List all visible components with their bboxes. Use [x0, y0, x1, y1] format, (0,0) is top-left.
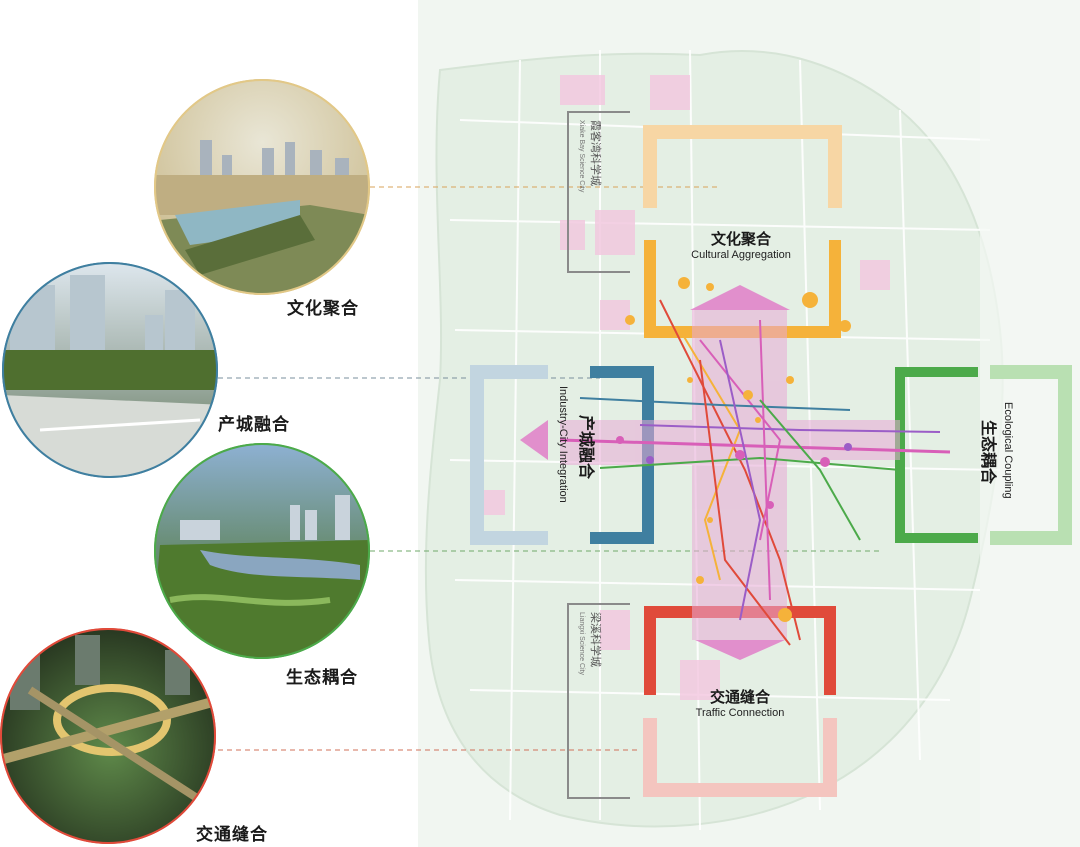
liangxi-label-cn: 梁溪科学城: [589, 612, 603, 667]
north-arrow: [690, 285, 790, 310]
traffic-map-subtitle: Traffic Connection: [696, 707, 785, 719]
cultural-photo-circle: [154, 79, 370, 295]
ecological-map-subtitle: Ecological Coupling: [1002, 402, 1014, 499]
south-arrow: [695, 640, 785, 660]
ecological-label: 生态耦合: [286, 668, 358, 688]
map-pink-districts: [480, 75, 890, 700]
cultural-map-title: 文化聚合: [711, 230, 772, 248]
traffic-label: 交通缝合: [196, 825, 268, 845]
dot-markers: [616, 277, 852, 622]
west-arrow: [520, 420, 548, 460]
cultural-map-subtitle: Cultural Aggregation: [691, 249, 791, 261]
traffic-outer-frame: [643, 718, 837, 797]
industry-outer-frame: [470, 365, 548, 545]
industry-map-title: 产城融合: [577, 415, 596, 480]
cultural-label: 文化聚合: [287, 299, 359, 319]
xiake-label-en: Xiake Bay Science City: [578, 120, 585, 193]
traffic-map-title: 交通缝合: [710, 688, 771, 706]
cultural-outer-frame: [643, 125, 842, 208]
ecological-map-title: 生态耦合: [979, 420, 998, 485]
liangxi-bracket: [567, 603, 630, 799]
liangxi-label-en: Liangxi Science City: [578, 612, 585, 676]
traffic-photo-circle: [0, 628, 216, 844]
connector-lines: [218, 186, 880, 751]
industry-label: 产城融合: [218, 415, 290, 435]
ecological-outer-frame: [990, 365, 1072, 545]
network-lines: [559, 299, 951, 646]
ecological-photo-circle: [154, 443, 370, 659]
xiake-bracket: [567, 111, 630, 273]
industry-map-subtitle: Industry-City Integration: [557, 386, 569, 503]
industry-photo-circle: [2, 262, 218, 478]
xiake-label-cn: 霞客湾科学城: [589, 120, 603, 186]
